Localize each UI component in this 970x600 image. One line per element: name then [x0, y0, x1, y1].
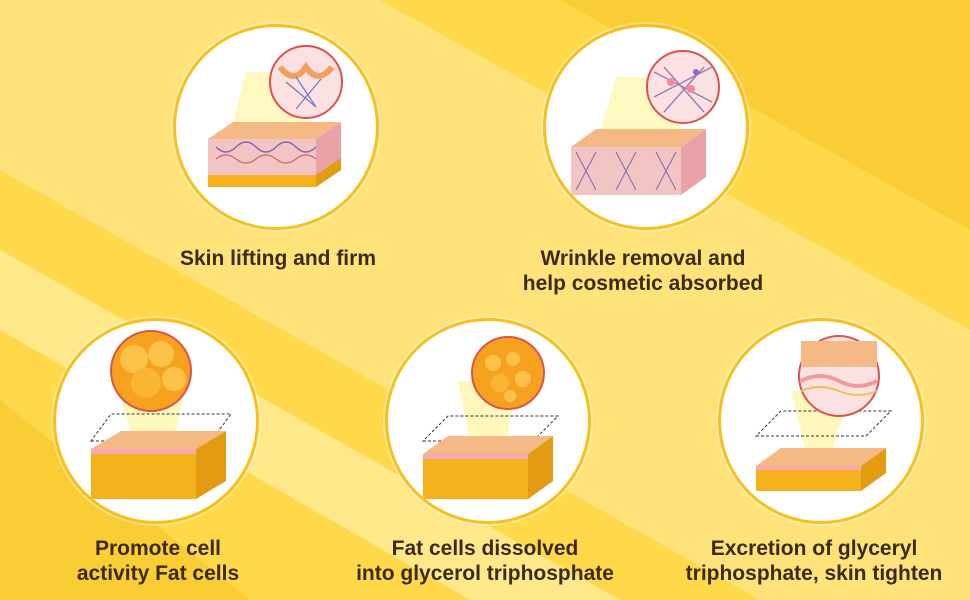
- caption-line: triphosphate, skin tighten: [685, 562, 943, 585]
- feature-circle-dissolve: [385, 318, 591, 524]
- caption-dissolve: Fat cells dissolved into glycerol tripho…: [332, 536, 638, 586]
- fat-cells-dissolving-icon: [421, 336, 560, 499]
- caption-line: activity Fat cells: [76, 562, 240, 585]
- caption-line: Fat cells dissolved: [391, 537, 579, 560]
- caption-line: Excretion of glyceryl: [710, 537, 918, 560]
- feature-circle-excrete: [718, 318, 924, 524]
- caption-line: Promote cell: [94, 537, 222, 560]
- caption-line: Skin lifting and firm: [179, 247, 376, 270]
- caption-excrete: Excretion of glyceryl triphosphate, skin…: [662, 536, 966, 586]
- caption-promote: Promote cell activity Fat cells: [48, 536, 268, 586]
- skin-layers-collagen-icon: [571, 50, 720, 195]
- skin-layers-lifting-icon: [208, 45, 343, 187]
- feature-circle-promote: [53, 318, 259, 524]
- caption-line: Wrinkle removal and: [540, 247, 746, 270]
- caption-wrinkle: Wrinkle removal and help cosmetic absorb…: [503, 246, 783, 296]
- caption-line: into glycerol triphosphate: [356, 562, 614, 585]
- fat-cells-large-icon: [90, 330, 232, 499]
- skin-tightening-icon: [754, 335, 893, 491]
- feature-circle-wrinkle: [543, 24, 749, 230]
- caption-line: help cosmetic absorbed: [522, 272, 764, 295]
- caption-lifting: Skin lifting and firm: [173, 246, 383, 271]
- feature-circle-lifting: [173, 24, 379, 230]
